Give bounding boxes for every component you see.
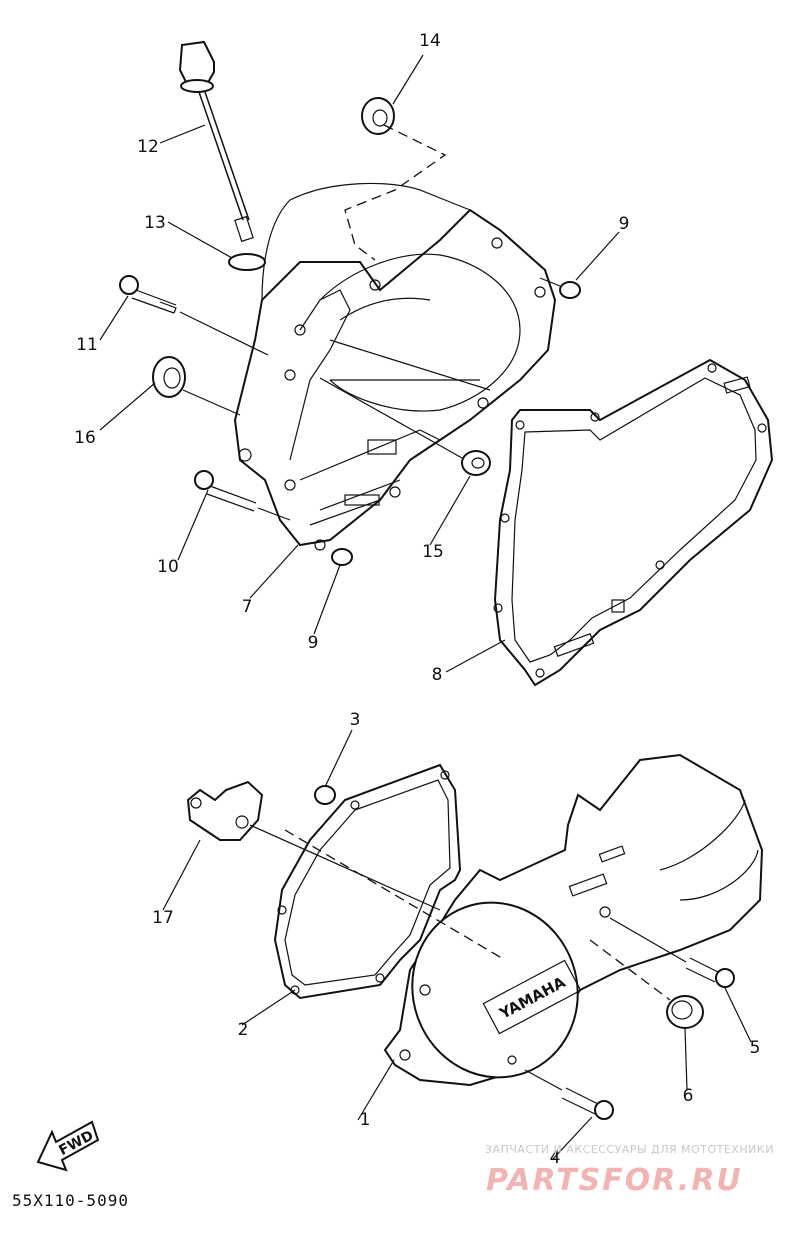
- callout-6: 6: [683, 1086, 694, 1106]
- callout-13: 13: [144, 213, 166, 233]
- bolt-11: [119, 275, 269, 356]
- callout-11: 11: [76, 335, 98, 355]
- callout-16: 16: [74, 428, 96, 448]
- callout-8: 8: [432, 665, 443, 685]
- callout-labels: 1 2 3 4 5 6 7 8 9 9 10 11 12 13 14 15 16…: [74, 31, 760, 1168]
- o-ring-13: [228, 253, 266, 271]
- callout-7: 7: [242, 597, 253, 617]
- callout-4: 4: [550, 1148, 561, 1168]
- callout-14: 14: [419, 31, 441, 51]
- callout-9-upper: 9: [619, 214, 630, 234]
- watermark-logo: PARTSFOR.RU: [486, 1163, 743, 1198]
- callout-12: 12: [137, 137, 159, 157]
- bolt-10: [194, 470, 291, 521]
- watermark: ЗАПЧАСТИ И АКСЕССУАРЫ ДЛЯ МОТОТЕХНИКИ PA…: [485, 1143, 774, 1198]
- gasket-2: [273, 763, 462, 1000]
- callout-10: 10: [157, 557, 179, 577]
- seal-14: [344, 97, 447, 261]
- watermark-line1: ЗАПЧАСТИ И АКСЕССУАРЫ ДЛЯ МОТОТЕХНИКИ: [485, 1143, 774, 1156]
- callout-2: 2: [238, 1020, 249, 1040]
- seal-15: [319, 377, 491, 476]
- dipstick-12: [178, 40, 254, 243]
- bolt-4: [524, 1069, 614, 1120]
- callout-5: 5: [750, 1038, 761, 1058]
- callout-3: 3: [350, 710, 361, 730]
- bolt-5: [609, 917, 735, 988]
- callout-1: 1: [360, 1110, 371, 1130]
- fwd-arrow: FWD: [36, 1120, 100, 1172]
- drawing-code: 55X110-5090: [12, 1191, 129, 1210]
- callout-17: 17: [152, 908, 174, 928]
- callout-15: 15: [422, 542, 444, 562]
- seal-16: [152, 356, 241, 416]
- bracket-17: [186, 780, 441, 911]
- dowel-9-upper: [539, 277, 581, 299]
- crankcase-cover-7: [233, 182, 557, 551]
- dowel-9-lower: [331, 548, 353, 566]
- cover-1: YAMAHA: [284, 753, 764, 1087]
- callout-9-lower: 9: [308, 633, 319, 653]
- gasket-8: [493, 358, 774, 687]
- leader-lines: [99, 54, 752, 1161]
- plug-6: [666, 995, 704, 1029]
- dowel-3: [314, 785, 336, 805]
